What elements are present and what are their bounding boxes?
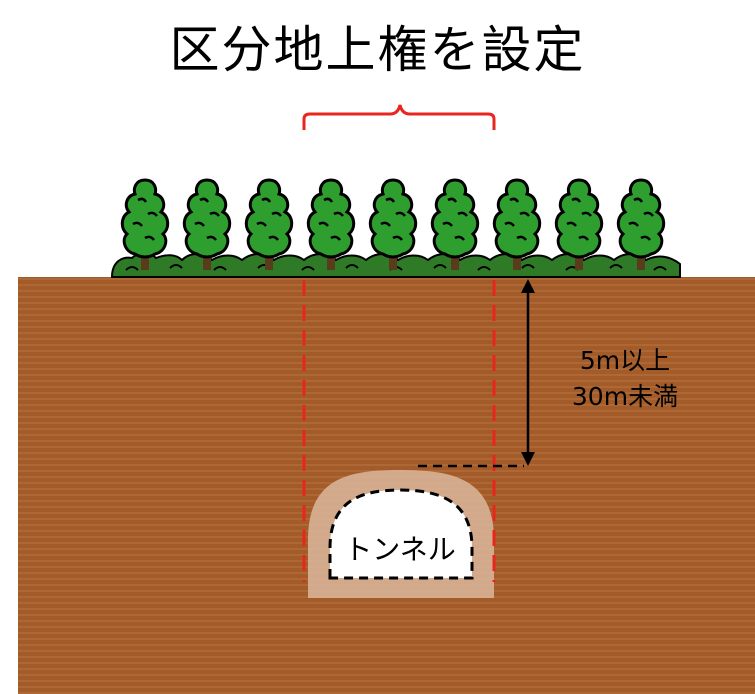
depth-label-line2: 30m未満: [571, 382, 679, 411]
tunnel: [308, 470, 494, 598]
curly-bracket-icon: [302, 104, 496, 130]
tree-row: [120, 178, 666, 272]
depth-label-line1: 5m以上: [579, 346, 671, 375]
tunnel-opening: [328, 488, 474, 580]
double-arrow-icon: [521, 279, 535, 466]
page-title: 区分地上権を設定: [169, 21, 586, 79]
depth-label: 5m以上 30m未満: [540, 343, 710, 415]
tunnel-label: トンネル: [344, 533, 456, 566]
